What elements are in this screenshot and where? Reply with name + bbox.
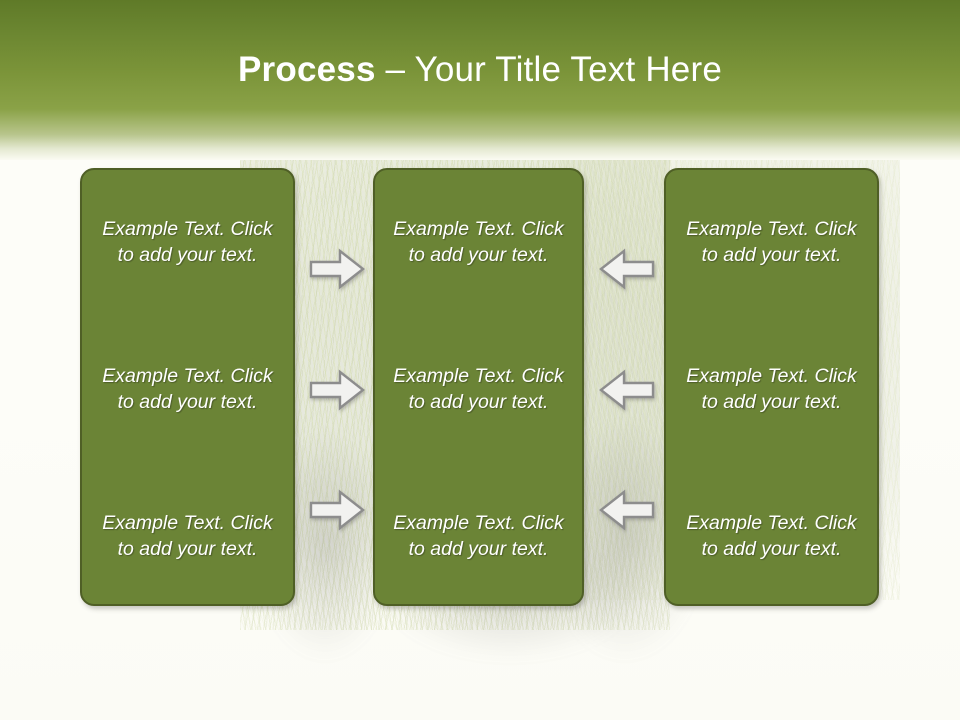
page-title: Process – Your Title Text Here [0, 48, 960, 92]
arrow-left-icon[interactable] [598, 488, 656, 532]
arrow-right-icon[interactable] [308, 368, 366, 412]
process-step-text: Example Text. Click to add your text. [102, 365, 273, 413]
process-box-right[interactable]: Example Text. Click to add your text. Ex… [664, 168, 879, 606]
process-step-text: Example Text. Click to add your text. [686, 512, 857, 560]
slide-header: Process – Your Title Text Here [0, 0, 960, 160]
arrow-left-icon[interactable] [598, 247, 656, 291]
arrow-right-icon[interactable] [308, 488, 366, 532]
process-step-text: Example Text. Click to add your text. [393, 365, 564, 413]
arrow-right-icon[interactable] [308, 247, 366, 291]
page-title-rest: – Your Title Text Here [375, 50, 722, 89]
process-box-center[interactable]: Example Text. Click to add your text. Ex… [373, 168, 584, 606]
page-title-bold: Process [238, 50, 376, 89]
process-step-text: Example Text. Click to add your text. [393, 512, 564, 560]
process-step-text: Example Text. Click to add your text. [686, 365, 857, 413]
process-step-text: Example Text. Click to add your text. [102, 218, 273, 266]
process-step-text: Example Text. Click to add your text. [393, 218, 564, 266]
process-step-text: Example Text. Click to add your text. [686, 218, 857, 266]
process-box-left[interactable]: Example Text. Click to add your text. Ex… [80, 168, 295, 606]
process-step-text: Example Text. Click to add your text. [102, 512, 273, 560]
arrow-left-icon[interactable] [598, 368, 656, 412]
